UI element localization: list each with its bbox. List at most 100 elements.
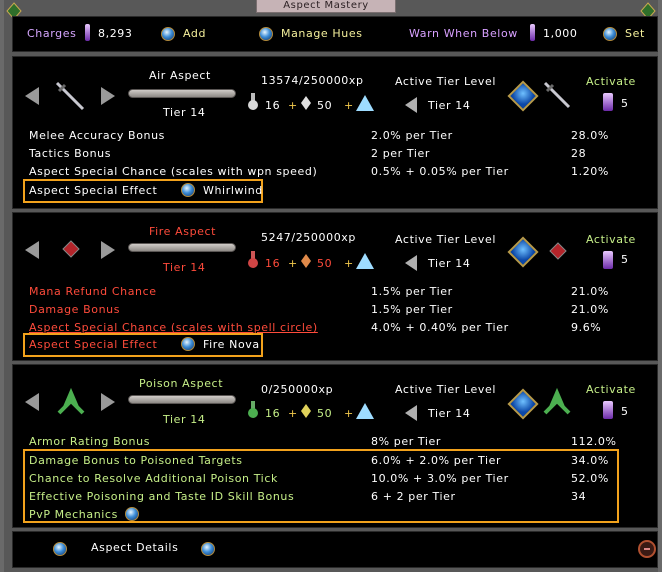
stat-per-tier: 6.0% + 2.0% per Tier [371,454,502,467]
active-tier-label: Active Tier Level [395,233,496,246]
details-next-icon[interactable] [201,542,215,556]
stat-name: Melee Accuracy Bonus [29,129,166,142]
special-effect-label: Aspect Special Effect [29,184,158,197]
stat-per-tier: 2 per Tier [371,147,430,160]
sword-icon [543,81,571,109]
stat-name: Aspect Special Chance (scales with wpn s… [29,165,318,178]
fire-gem-icon [62,240,80,258]
stat-per-tier: 10.0% + 3.0% per Tier [371,472,509,485]
cost-a: 16 [265,257,281,270]
activate-vial-icon [603,251,613,269]
decrease-tier-arrow[interactable] [405,97,417,113]
special-effect-value: Fire Nova [203,338,260,351]
stat-total: 21.0% [571,285,609,298]
stat-name: Damage Bonus to Poisoned Targets [29,454,243,467]
next-aspect-arrow[interactable] [101,241,115,259]
special-effect-info-icon[interactable] [181,337,195,351]
aspect-name: Fire Aspect [149,225,217,238]
flask-icon [248,251,258,268]
sword-icon [55,81,85,111]
active-tier-label: Active Tier Level [395,383,496,396]
activate-vial-icon [603,93,613,111]
stat-total: 34.0% [571,454,609,467]
cost-b: 50 [317,407,333,420]
prev-aspect-arrow[interactable] [25,87,39,105]
special-effect-highlight [23,179,263,203]
stat-total: 21.0% [571,303,609,316]
prev-aspect-arrow[interactable] [25,393,39,411]
top-panel: Charges 8,293 Add Manage Hues Warn When … [12,16,658,52]
special-effect-info-icon[interactable] [181,183,195,197]
ingredient-icon [301,254,311,268]
activate-button[interactable]: Activate [586,383,636,396]
crystal-icon [356,403,374,419]
stat-name: Effective Poisoning and Taste ID Skill B… [29,490,295,503]
plus-sign: + [288,257,298,270]
warn-vial-icon [530,24,535,41]
xp-progress-bar [128,395,236,404]
flask-icon [248,401,258,418]
stat-name: Tactics Bonus [29,147,112,160]
stat-total: 34 [571,490,587,503]
aspect-gem-icon [507,388,539,420]
aspect-xp: 0/250000xp [261,383,334,396]
cost-a: 16 [265,99,281,112]
cost-b: 50 [317,257,333,270]
stat-name: Aspect Special Chance (scales with spell… [29,321,318,334]
close-icon[interactable] [638,540,656,558]
charges-value: 8,293 [98,27,133,40]
next-aspect-arrow[interactable] [101,393,115,411]
details-prev-icon[interactable] [53,542,67,556]
next-aspect-arrow[interactable] [101,87,115,105]
manage-hues-button-icon[interactable] [259,27,273,41]
flask-icon [248,93,258,110]
set-button[interactable]: Set [625,27,645,40]
aspect-xp: 13574/250000xp [261,74,364,87]
set-button-icon[interactable] [603,27,617,41]
active-tier-value: Tier 14 [428,257,471,270]
decrease-tier-arrow[interactable] [405,255,417,271]
stat-total: 9.6% [571,321,602,334]
activate-count: 5 [621,253,629,266]
prev-aspect-arrow[interactable] [25,241,39,259]
add-button[interactable]: Add [183,27,207,40]
add-button-icon[interactable] [161,27,175,41]
aspect-name: Air Aspect [149,69,211,82]
active-tier-value: Tier 14 [428,407,471,420]
stat-total: 112.0% [571,435,617,448]
pvp-mechanics-info-icon[interactable] [125,507,139,521]
pvp-mechanics-label: PvP Mechanics [29,508,118,521]
special-effect-highlight [23,333,263,357]
warn-value[interactable]: 1,000 [543,27,578,40]
aspect-gem-icon [507,236,539,268]
activate-count: 5 [621,405,629,418]
footer-panel: Aspect Details [12,531,658,568]
activate-button[interactable]: Activate [586,233,636,246]
aspect-xp: 5247/250000xp [261,231,356,244]
fire-gem-icon [549,242,567,260]
charge-vial-icon [85,24,90,41]
decrease-tier-arrow[interactable] [405,405,417,421]
crystal-icon [356,95,374,111]
active-tier-value: Tier 14 [428,99,471,112]
stat-name: Armor Rating Bonus [29,435,151,448]
manage-hues-button[interactable]: Manage Hues [281,27,363,40]
stat-total: 28 [571,147,587,160]
stat-per-tier: 0.5% + 0.05% per Tier [371,165,509,178]
air-aspect-panel: Air Aspect Tier 14 13574/250000xp 16 + 5… [12,56,658,209]
activate-count: 5 [621,97,629,110]
aspect-details-button[interactable]: Aspect Details [91,541,179,554]
aspect-name: Poison Aspect [139,377,224,390]
poison-plant-icon [57,387,85,415]
aspect-tier: Tier 14 [163,413,206,426]
stats-highlight [23,449,619,523]
plus-sign: + [288,99,298,112]
stat-per-tier: 1.5% per Tier [371,285,453,298]
poison-plant-icon [543,387,571,415]
activate-button[interactable]: Activate [586,75,636,88]
plus-sign: + [344,257,354,270]
stat-name: Chance to Resolve Additional Poison Tick [29,472,278,485]
xp-progress-bar [128,243,236,252]
stat-total: 1.20% [571,165,609,178]
